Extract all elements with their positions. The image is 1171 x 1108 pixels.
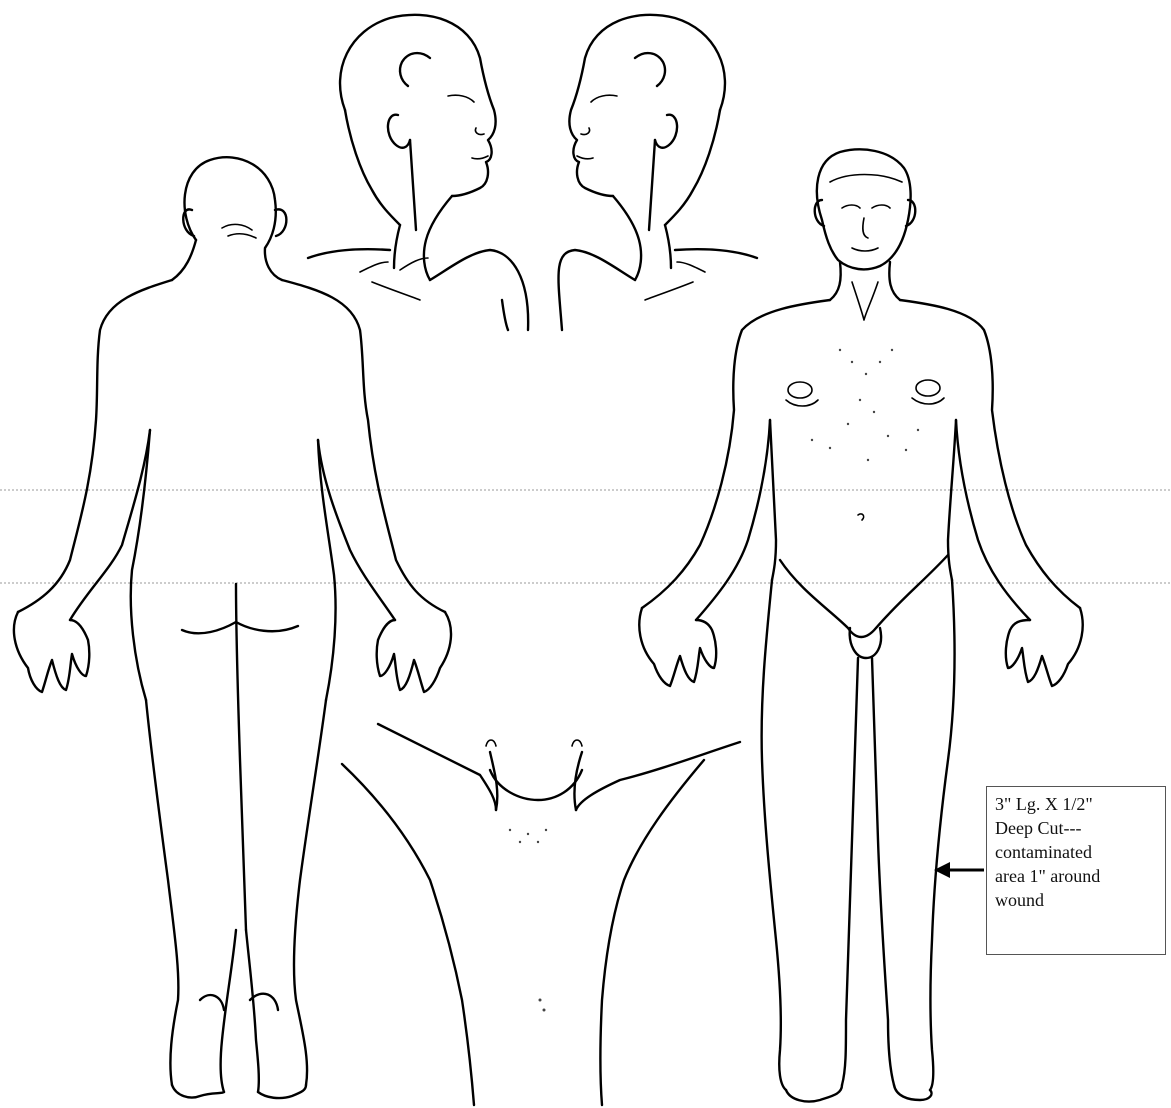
- groin-detail-figure: [342, 724, 740, 1105]
- annotation-line-5: wound: [995, 888, 1157, 912]
- head-profile-right-facing: [308, 15, 528, 330]
- front-body-figure: [639, 149, 1082, 1101]
- chest-shading: [811, 349, 919, 461]
- wound-annotation-box: 3" Lg. X 1/2" Deep Cut--- contaminated a…: [986, 786, 1166, 955]
- annotation-line-1: 3" Lg. X 1/2": [995, 792, 1157, 816]
- annotation-line-4: area 1" around: [995, 864, 1157, 888]
- annotation-line-3: contaminated: [995, 840, 1157, 864]
- annotation-line-2: Deep Cut---: [995, 816, 1157, 840]
- head-profile-left-facing: [559, 15, 757, 330]
- wound-pointer-arrow: [934, 862, 984, 878]
- back-body-figure: [14, 157, 451, 1098]
